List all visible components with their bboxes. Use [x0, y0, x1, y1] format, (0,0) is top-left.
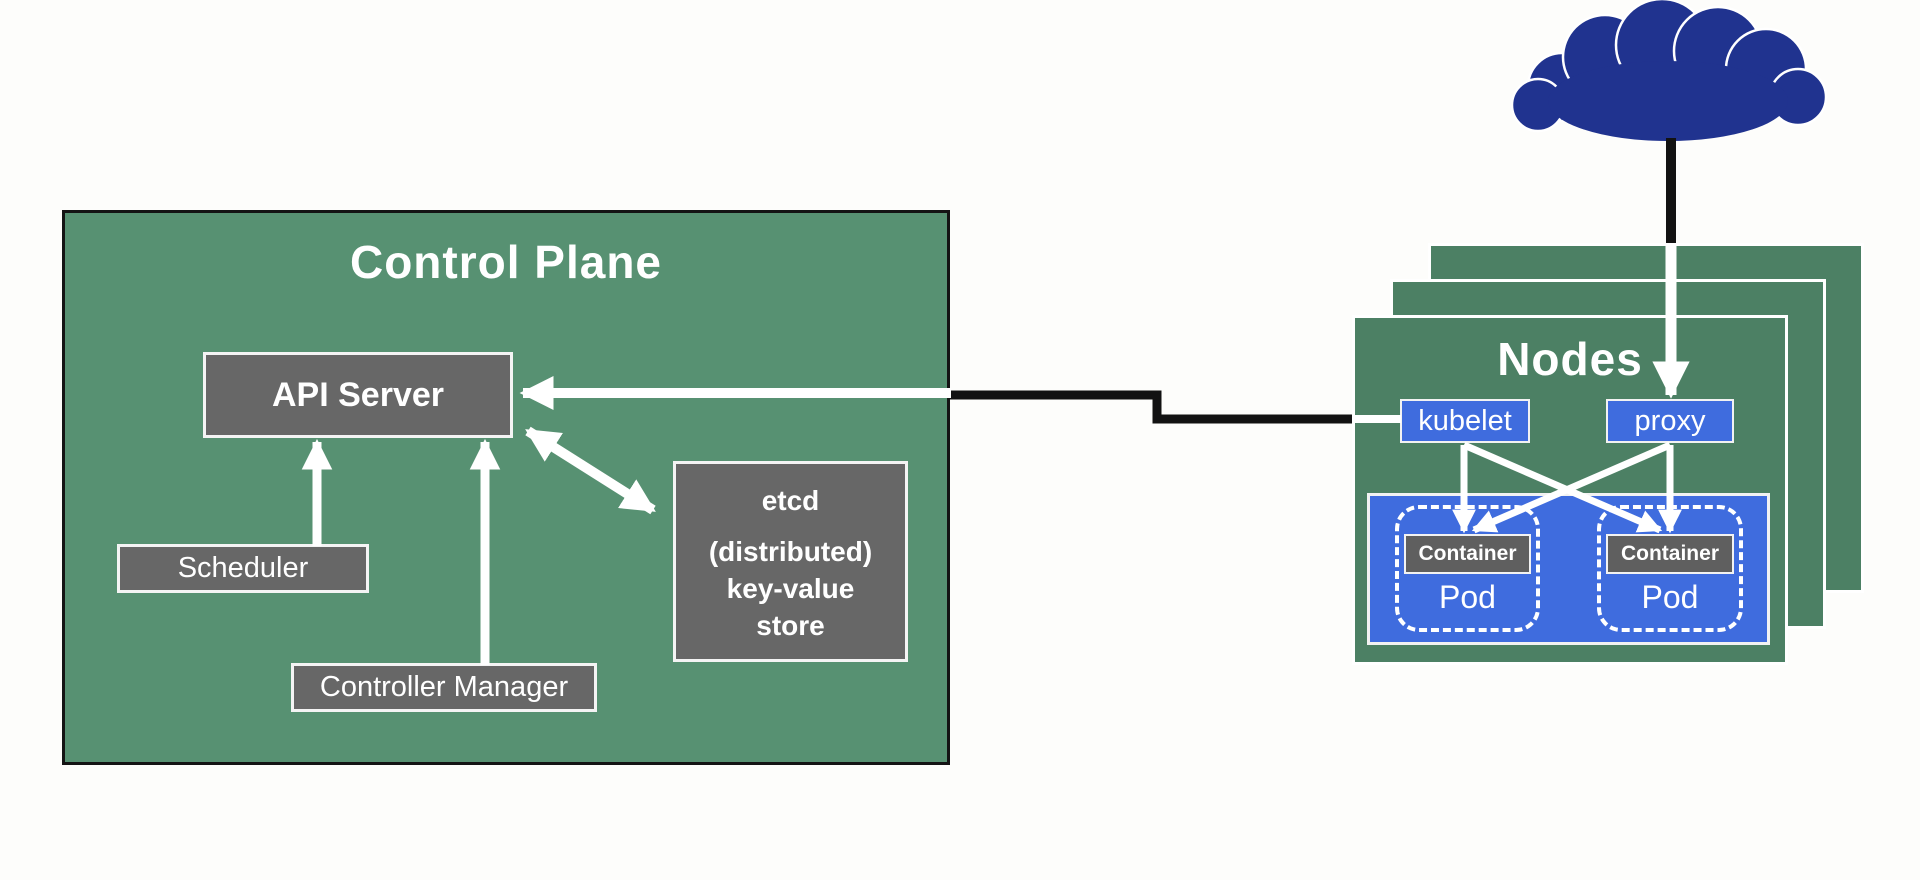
connector-controlplane-to-nodes — [949, 390, 1352, 424]
pod-label: Pod — [1439, 579, 1496, 615]
scheduler-label: Scheduler — [177, 552, 309, 584]
node-box-front: Nodes kubelet proxy Container Pod Contai… — [1352, 315, 1788, 665]
proxy-box: proxy — [1606, 399, 1734, 443]
container-label: Container — [1620, 542, 1719, 565]
nodes-title: Nodes — [1497, 333, 1643, 385]
etcd-subtitle-line: store — [756, 610, 825, 641]
pod-box: Container Pod — [1597, 505, 1743, 632]
kubelet-label: kubelet — [1418, 404, 1512, 437]
scheduler-box: Scheduler — [117, 544, 369, 593]
controller-manager-box: Controller Manager — [291, 663, 597, 712]
kubelet-box: kubelet — [1400, 399, 1530, 443]
controller-manager-label: Controller Manager — [319, 671, 569, 703]
etcd-subtitle-line: key-value — [726, 573, 855, 604]
api-server-label: API Server — [272, 375, 444, 414]
internet-cloud-icon — [1510, 0, 1828, 141]
pods-panel: Container Pod Container Pod — [1367, 493, 1770, 645]
container-box: Container — [1606, 534, 1734, 574]
proxy-label: proxy — [1634, 404, 1706, 437]
etcd-box: etcd (distributed) key-value store — [673, 461, 908, 662]
control-plane-box: Control Plane API Server Scheduler Contr… — [62, 210, 950, 765]
pod-box: Container Pod — [1395, 505, 1540, 632]
container-label: Container — [1418, 542, 1517, 565]
etcd-subtitle-line: (distributed) — [708, 536, 873, 567]
etcd-label: etcd — [761, 485, 820, 516]
control-plane-title: Control Plane — [349, 236, 663, 288]
container-box: Container — [1404, 534, 1531, 574]
api-server-box: API Server — [203, 352, 513, 438]
pod-label: Pod — [1641, 579, 1699, 615]
